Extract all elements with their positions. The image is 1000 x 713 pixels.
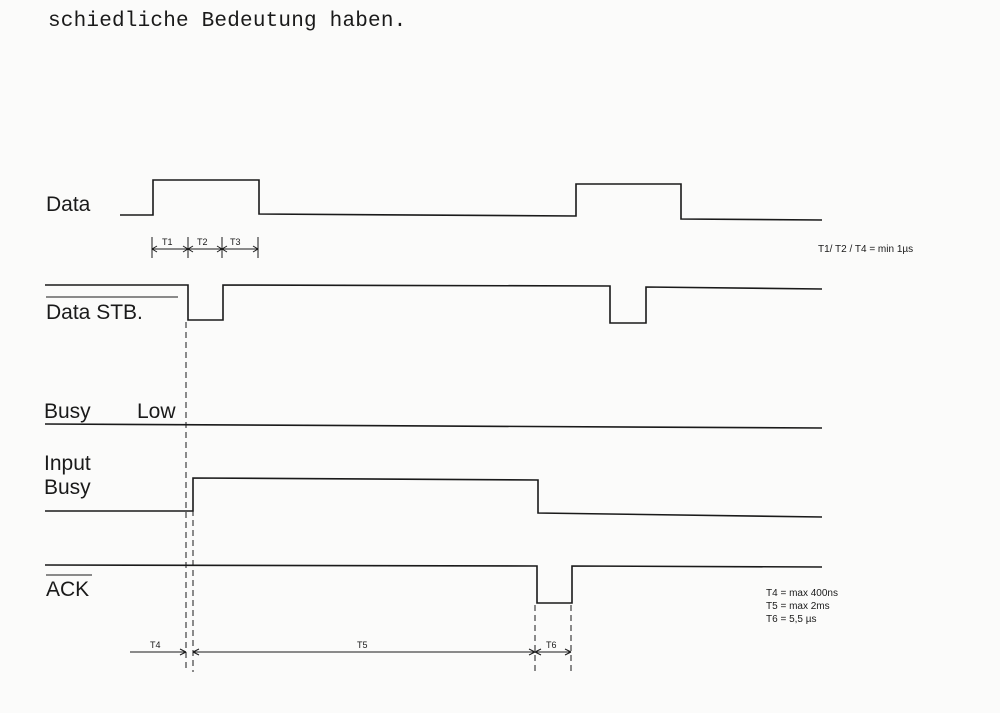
label-busy-low: Low bbox=[137, 400, 176, 423]
dimension-t1-t3 bbox=[151, 237, 259, 258]
label-ack: ACK bbox=[46, 578, 89, 601]
label-t3: T3 bbox=[230, 237, 241, 247]
label-data: Data bbox=[46, 193, 91, 216]
label-input-busy: Busy bbox=[44, 476, 91, 499]
heading-text: schiedliche Bedeutung haben. bbox=[48, 10, 407, 33]
note-t1-t2-t4: T1/ T2 / T4 = min 1µs bbox=[818, 244, 913, 255]
note-t6: T6 = 5,5 µs bbox=[766, 614, 817, 625]
label-input: Input bbox=[44, 452, 91, 475]
waveform-data-stb bbox=[45, 284, 823, 324]
waveform-data bbox=[120, 179, 823, 221]
label-t4: T4 bbox=[150, 640, 161, 650]
dimension-t4-t6 bbox=[130, 648, 572, 656]
waveform-busy-low bbox=[44, 423, 823, 429]
label-busy: Busy bbox=[44, 400, 91, 423]
waveform-ack bbox=[44, 564, 823, 604]
label-t1: T1 bbox=[162, 237, 173, 247]
note-t4: T4 = max 400ns bbox=[766, 588, 838, 599]
label-t6: T6 bbox=[546, 640, 557, 650]
waveform-input-busy bbox=[45, 477, 823, 518]
label-t2: T2 bbox=[197, 237, 208, 247]
label-data-stb: Data STB. bbox=[46, 301, 143, 324]
note-t5: T5 = max 2ms bbox=[766, 601, 830, 612]
label-t5: T5 bbox=[357, 640, 368, 650]
